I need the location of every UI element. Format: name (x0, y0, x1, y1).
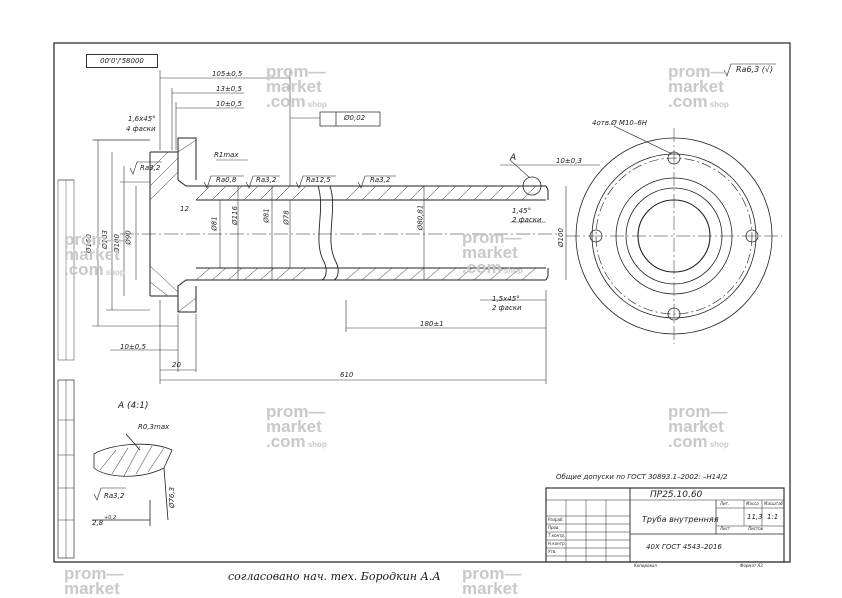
detail-dia: Ø76,3 (168, 486, 177, 509)
detail-dim-tol: +0,2 (104, 515, 117, 521)
outer-frame (53, 42, 791, 563)
material: 40Х ГОСТ 4543–2016 (646, 543, 722, 551)
mass-value: 11,3 (747, 513, 763, 521)
dim-10b: 10±0,3 (556, 157, 582, 165)
rough-5: Ra3,2 (370, 176, 391, 184)
dim-45: 1,45° (512, 207, 532, 215)
copied-label: Копировал (634, 563, 657, 568)
title-block (545, 487, 785, 563)
general-tolerance: Общие допуски по ГОСТ 30893.1–2002: –H14… (556, 473, 728, 481)
detail-ra: Ra3,2 (104, 492, 125, 500)
part-section-view (120, 137, 560, 313)
dim-105: 105±0,5 (212, 70, 243, 78)
detail-dim: 2,8 (92, 519, 104, 527)
dim-15-sub: 2 фаски (492, 304, 522, 312)
role-5: Утв. (548, 549, 557, 554)
rough-3: Ra3,2 (256, 176, 277, 184)
dim-10c: 10±0,5 (120, 343, 146, 351)
tolerance-frame (319, 111, 381, 127)
roughness-main: Ra6,3 (√) (736, 65, 774, 74)
dimension-lines (92, 70, 600, 384)
holes-note: 4отв.Ø М10–6Н (592, 119, 648, 127)
dia-81b: Ø81 (262, 208, 271, 223)
rough-1: Ra3,2 (140, 164, 161, 172)
scale-header: Масштаб (764, 501, 784, 506)
lit-header: Лит. (720, 501, 730, 506)
dim-15: 1,5x45° (492, 295, 520, 303)
format-label: Формат А3 (740, 563, 763, 568)
detail-r: R0,3max (138, 423, 170, 431)
detail-a (92, 433, 173, 526)
sheets-label: Листов (748, 526, 763, 531)
dim-r1: R1max (214, 151, 239, 159)
role-4: Н.контр. (548, 541, 566, 546)
dia-81a: Ø81 (210, 216, 219, 231)
dim-610: 610 (340, 371, 354, 379)
watermark: prom—market (64, 564, 124, 598)
dim-10a: 10±0,5 (216, 100, 242, 108)
detail-a-mark: А (510, 153, 517, 163)
dia-78: Ø78 (282, 210, 291, 225)
detail-title: А (4:1) (118, 401, 149, 411)
dia-116: Ø116 (230, 206, 239, 225)
part-name: Труба внутренняя (642, 515, 719, 524)
role-1: Разраб. (548, 517, 564, 522)
dim-20: 20 (172, 361, 181, 369)
scale-value: 1:1 (767, 513, 779, 521)
dim-chamfer-sub: 4 фаски (126, 125, 156, 133)
role-3: Т.контр. (548, 533, 566, 538)
tol-flatness: Ø0,02 (344, 114, 366, 122)
dim-180: 180±1 (420, 320, 444, 328)
watermark: prom—market (462, 564, 522, 598)
dia-80-81: Ø80,81 (416, 204, 425, 231)
corner-code: 00'0'/'58000 (86, 54, 158, 68)
dim-13: 13±0,5 (216, 85, 242, 93)
handwritten-approval: согласовано нач. тех. Бородкин А.А (228, 570, 441, 583)
end-view (566, 125, 782, 344)
sheet-label: Лист (720, 526, 731, 531)
dia-100-right: Ø100 (556, 228, 565, 247)
dim-45-sub: 2 фаски (512, 216, 542, 224)
mass-header: Масса (746, 501, 759, 506)
rough-4: Ra12,5 (306, 176, 331, 184)
rough-2: Ra0,8 (216, 176, 237, 184)
dim-chamfer: 1,6x45° (128, 115, 156, 123)
dia-90: Ø90 (124, 230, 133, 245)
doc-number: ПР25.10.60 (650, 490, 703, 500)
role-2: Пров. (548, 525, 560, 530)
dim-12: 12 (180, 205, 189, 213)
roughness-symbols (93, 63, 776, 501)
